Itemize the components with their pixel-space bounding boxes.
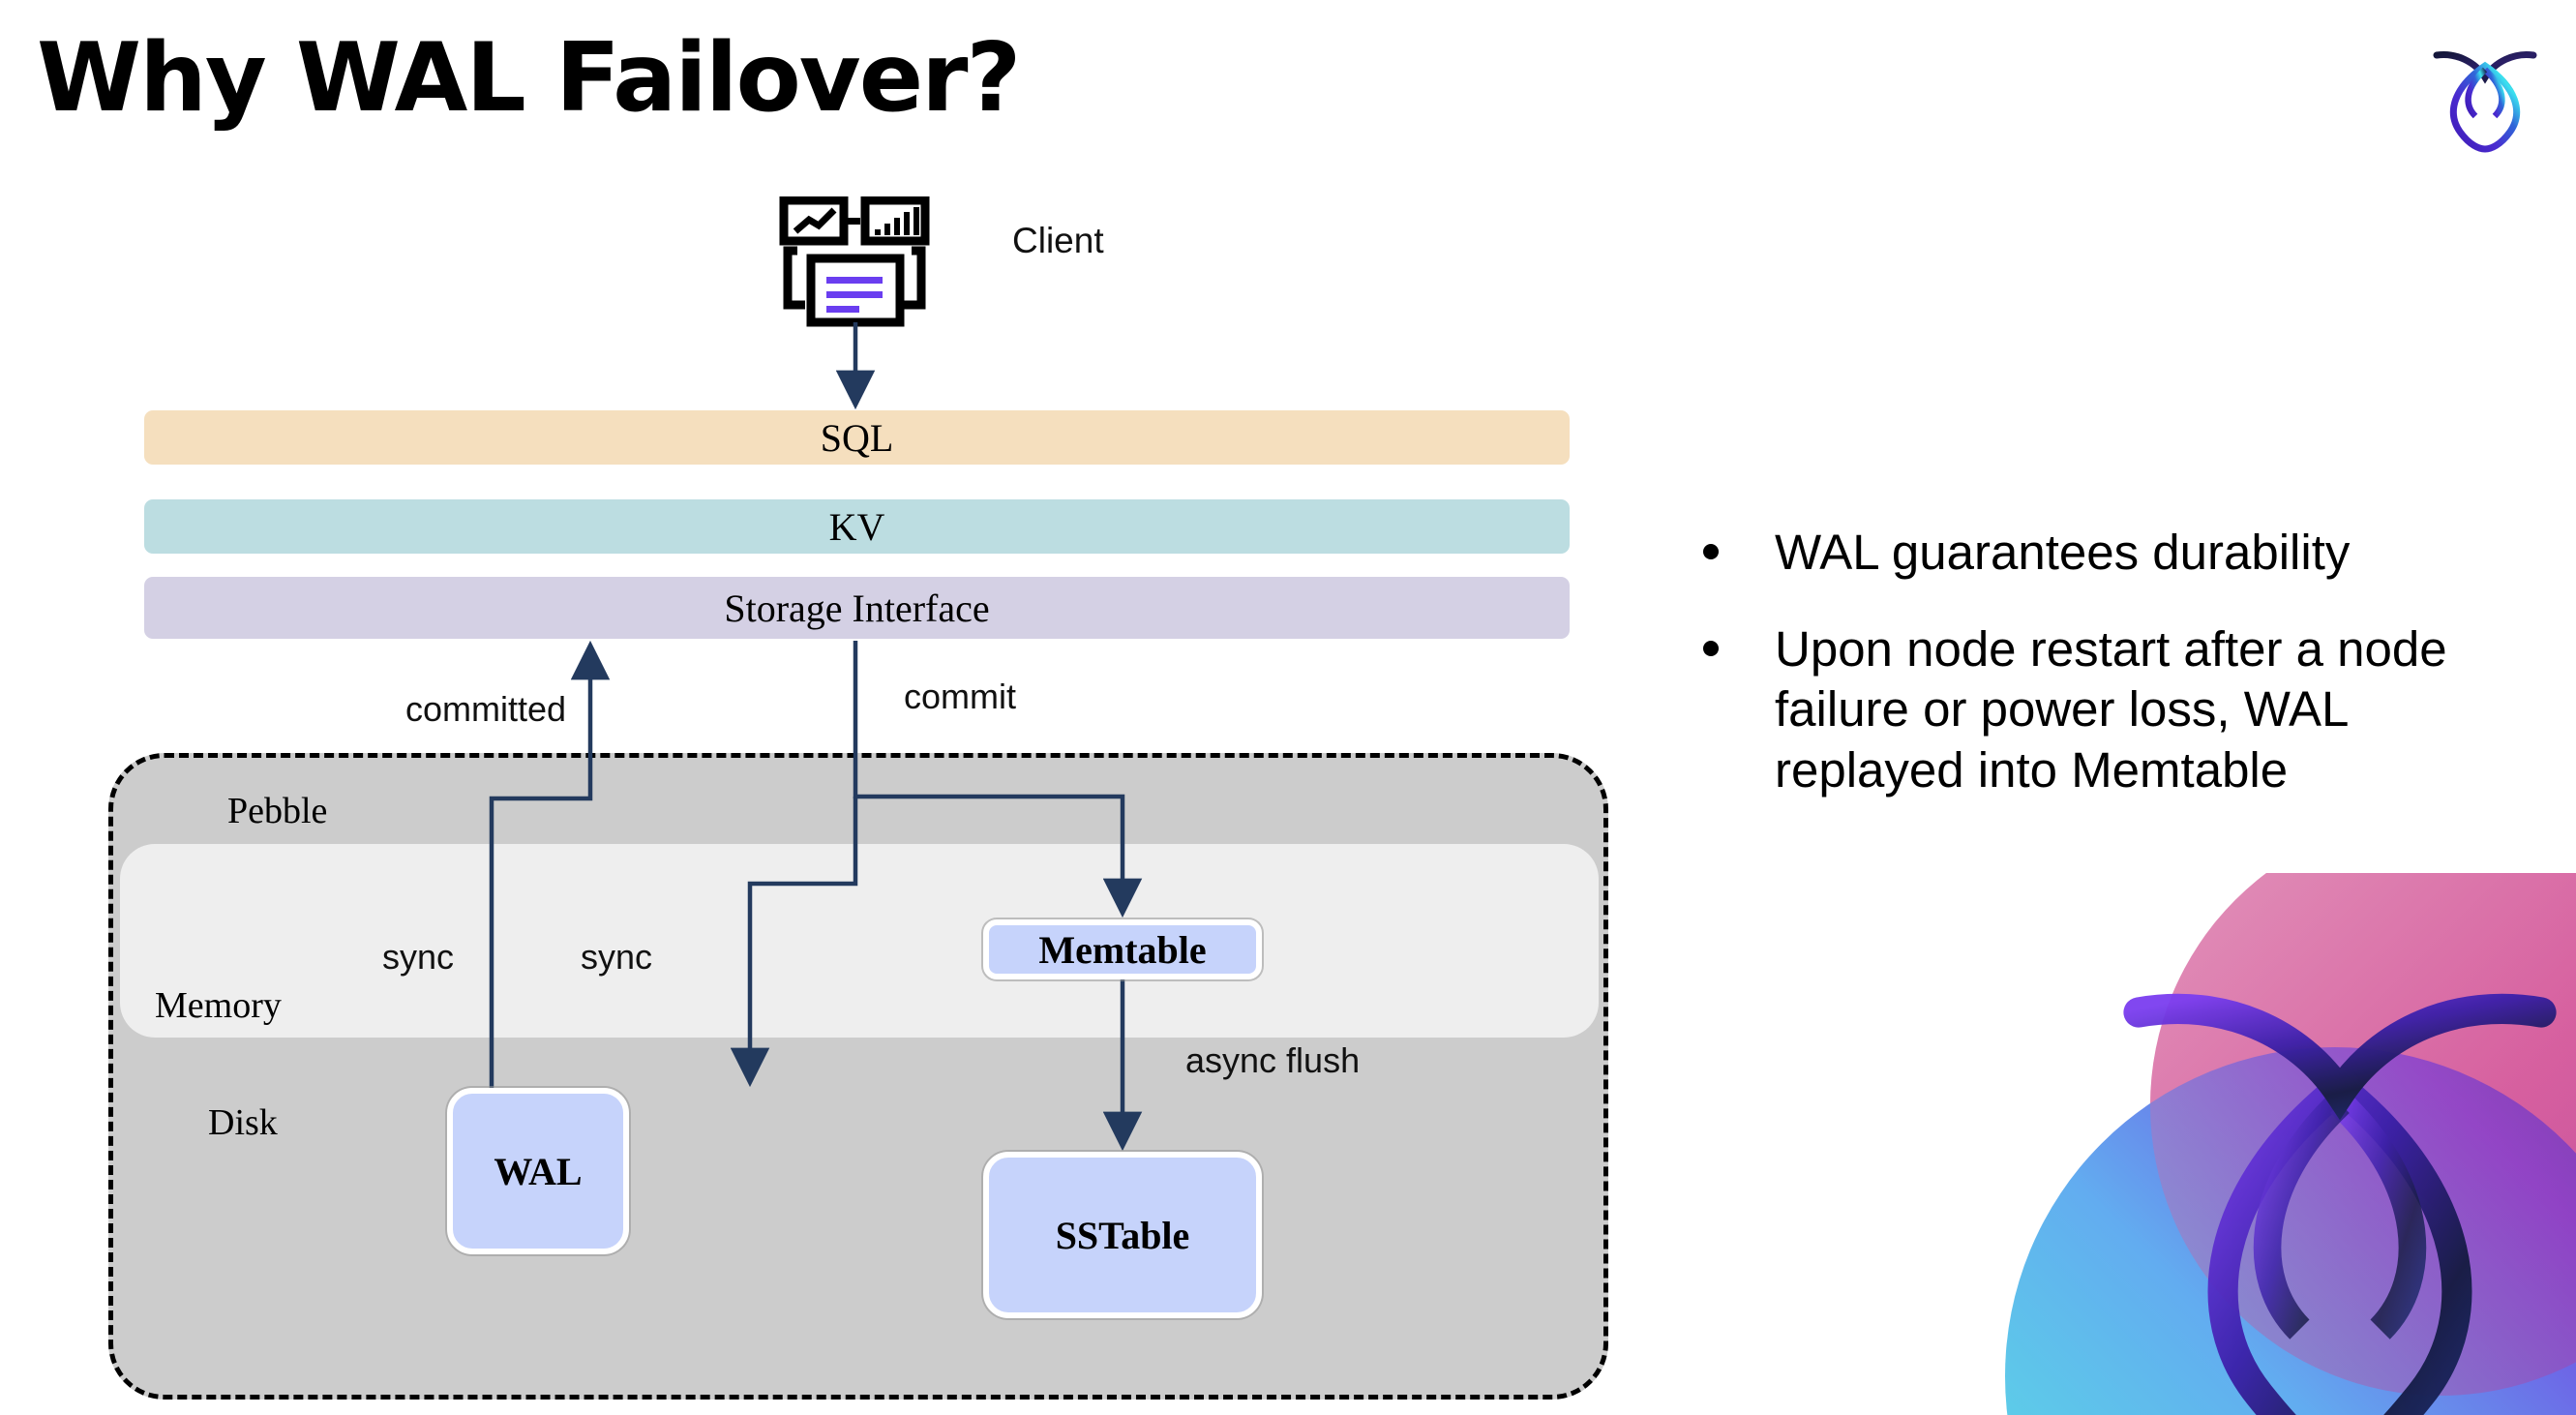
pebble-label: Pebble: [227, 791, 328, 831]
cockroach-labs-logo: [2423, 31, 2549, 157]
edge-label-commit: commit: [904, 677, 1016, 716]
edge-label-sync-right: sync: [581, 937, 653, 977]
memory-label: Memory: [155, 985, 282, 1026]
bullet-dot-icon: [1703, 544, 1719, 559]
page-title: Why WAL Failover?: [37, 23, 1021, 134]
layer-bar-storage-interface-label: Storage Interface: [724, 586, 990, 630]
client-dashboard-icon: [774, 196, 939, 327]
node-memtable: Memtable: [983, 919, 1262, 979]
bullet-text: Upon node restart after a node failure o…: [1775, 621, 2447, 798]
layer-bar-kv: KV: [144, 499, 1570, 554]
node-wal: WAL: [447, 1088, 629, 1254]
node-memtable-label: Memtable: [1038, 927, 1207, 972]
layer-bar-sql-label: SQL: [820, 415, 894, 460]
bullet-dot-icon: [1703, 641, 1719, 657]
decorative-circles: [1899, 873, 2576, 1415]
bullet-item: WAL guarantees durability: [1703, 523, 2526, 583]
node-sstable-label: SSTable: [1055, 1213, 1190, 1257]
edge-label-committed: committed: [405, 689, 567, 729]
node-wal-label: WAL: [494, 1149, 583, 1193]
bullet-list: WAL guarantees durability Upon node rest…: [1703, 523, 2526, 837]
layer-bar-storage-interface: Storage Interface: [144, 577, 1570, 639]
client-label: Client: [1012, 221, 1104, 260]
node-sstable: SSTable: [983, 1152, 1262, 1318]
memory-region: [120, 844, 1599, 1038]
edge-label-async-flush: async flush: [1185, 1040, 1361, 1080]
layer-bar-sql: SQL: [144, 410, 1570, 465]
bullet-item: Upon node restart after a node failure o…: [1703, 619, 2526, 800]
edge-label-sync-left: sync: [382, 937, 455, 977]
layer-bar-kv-label: KV: [828, 504, 885, 549]
disk-label: Disk: [208, 1102, 278, 1143]
bullet-text: WAL guarantees durability: [1775, 525, 2351, 580]
